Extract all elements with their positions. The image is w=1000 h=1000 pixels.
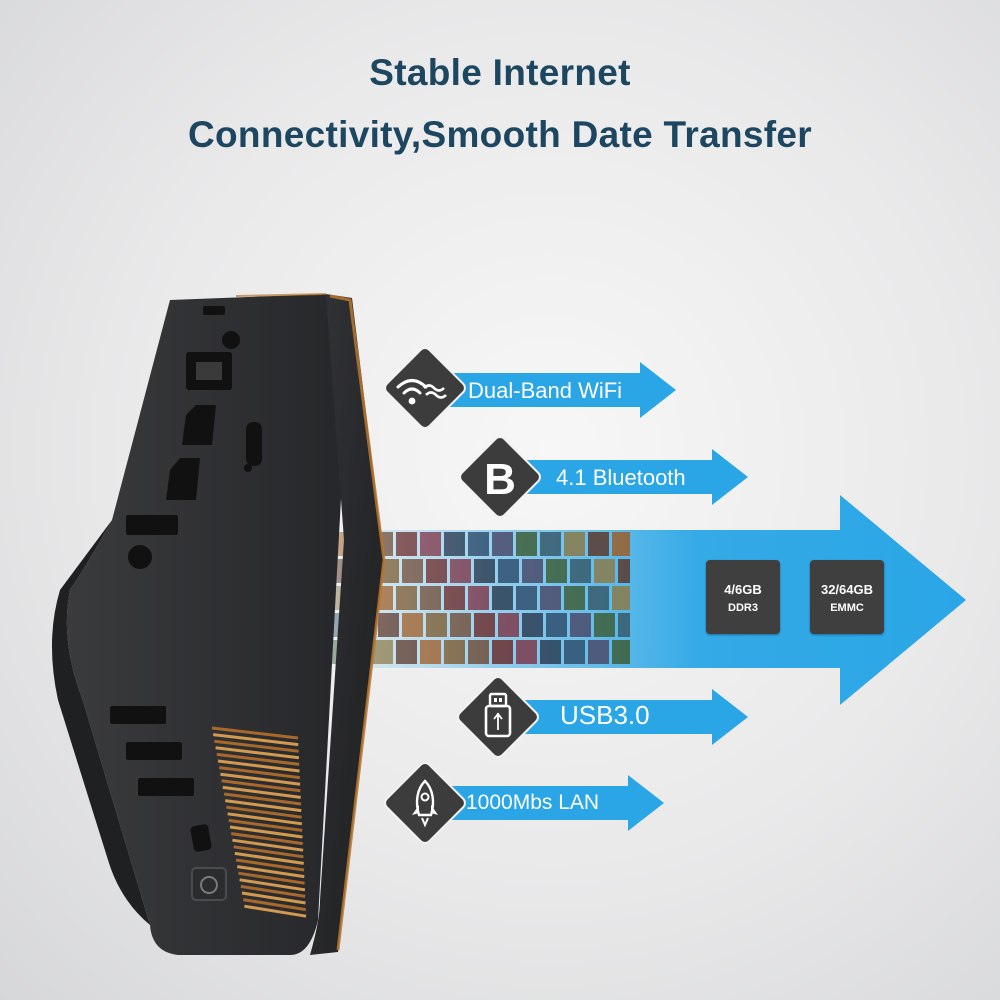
cooling-fin xyxy=(217,759,300,773)
mini-pc xyxy=(51,293,386,955)
headline-line-2: Connectivity,Smooth Date Transfer xyxy=(188,114,812,155)
media-thumbnail xyxy=(588,532,609,556)
media-thumbnail xyxy=(516,586,537,610)
storage-capacity: 32/64GB xyxy=(820,582,874,597)
cooling-fin xyxy=(211,726,299,740)
usb-arrow xyxy=(520,689,748,745)
media-thumbnail xyxy=(564,640,585,664)
media-thumbnail xyxy=(594,613,615,637)
cooling-fin xyxy=(232,838,304,852)
cooling-fin xyxy=(213,733,299,747)
media-thumbnail xyxy=(564,532,585,556)
media-thumbnail xyxy=(540,640,561,664)
usb-drive-icon xyxy=(457,676,539,758)
cooling-fin xyxy=(240,884,306,898)
ram-capacity: 4/6GB xyxy=(724,582,762,597)
media-thumbnail xyxy=(612,640,630,664)
media-thumbnail xyxy=(570,559,591,583)
cooling-fin xyxy=(226,805,302,819)
feature-label-usb: USB3.0 xyxy=(560,700,650,730)
wifi-icon xyxy=(384,347,466,429)
media-thumbnail xyxy=(540,532,561,556)
usb-port-2 xyxy=(126,742,182,760)
cooling-fin xyxy=(227,812,303,826)
media-thumbnail xyxy=(564,586,585,610)
media-thumbnail xyxy=(618,559,630,583)
storage-type: EMMC xyxy=(830,602,864,614)
cooling-fin xyxy=(225,799,302,813)
cooling-fin xyxy=(244,904,307,918)
cooling-fin xyxy=(241,891,306,905)
usb-port-3 xyxy=(138,778,194,796)
tf-card-slot xyxy=(190,824,212,852)
media-thumbnail xyxy=(546,559,567,583)
media-thumbnail xyxy=(594,559,615,583)
bluetooth-arrow xyxy=(520,449,748,505)
bluetooth-b-icon: B xyxy=(459,436,541,518)
dc-jack xyxy=(128,545,152,569)
media-thumbnail xyxy=(588,640,609,664)
hdmi-port-2 xyxy=(166,458,200,500)
media-thumbnail xyxy=(612,532,630,556)
media-thumbnail xyxy=(522,613,543,637)
cooling-fin xyxy=(242,898,307,912)
media-thumbnail xyxy=(498,559,519,583)
storage-chip-badge: 32/64GB EMMC xyxy=(810,560,884,634)
cooling-fin xyxy=(236,865,305,879)
lan-arrow xyxy=(440,775,664,831)
media-thumbnail xyxy=(516,640,537,664)
feature-label-bluetooth: 4.1 Bluetooth xyxy=(556,465,686,490)
cooling-fin xyxy=(220,772,301,786)
power-button xyxy=(191,867,227,901)
media-thumbnail xyxy=(522,559,543,583)
cooling-fin xyxy=(229,825,303,839)
cooling-fin xyxy=(238,871,305,885)
cooling-fin xyxy=(219,766,300,780)
ram-type: DDR3 xyxy=(728,602,758,614)
cooling-fin xyxy=(235,858,305,872)
media-thumbnail xyxy=(618,613,630,637)
type-c-port xyxy=(246,422,262,466)
media-thumbnail xyxy=(612,586,630,610)
audio-jack xyxy=(222,331,240,349)
cooling-fin xyxy=(223,792,302,806)
audio-jack-indicator xyxy=(203,306,225,315)
media-thumbnail xyxy=(546,613,567,637)
cooling-fin xyxy=(233,845,304,859)
media-thumbnail xyxy=(516,532,537,556)
feature-label-wifi: Dual-Band WiFi xyxy=(468,378,623,403)
rocket-icon xyxy=(384,762,466,844)
cooling-fin xyxy=(221,779,301,793)
cooling-fin xyxy=(215,746,300,760)
media-thumbnail xyxy=(570,613,591,637)
headline-line-1: Stable Internet xyxy=(369,52,631,93)
ram-chip-badge: 4/6GB DDR3 xyxy=(706,560,780,634)
cooling-fin xyxy=(239,878,306,892)
cooling-fin xyxy=(222,785,301,799)
usb-port-1 xyxy=(110,706,166,724)
cooling-fin xyxy=(228,818,303,832)
cooling-fin xyxy=(216,752,300,766)
copper-cooling-fins xyxy=(211,726,307,918)
feature-label-lan: 1000Mbs LAN xyxy=(466,791,600,814)
cooling-fin xyxy=(230,832,304,846)
usb-port-top xyxy=(126,515,178,535)
media-thumbnail xyxy=(498,613,519,637)
cooling-fin xyxy=(214,739,299,753)
hdmi-port-1 xyxy=(182,405,216,445)
media-thumbnail xyxy=(540,586,561,610)
media-thumbnail xyxy=(588,586,609,610)
bluetooth-glyph: B xyxy=(484,455,516,504)
cooling-fin xyxy=(234,851,304,865)
wifi-arrow xyxy=(440,362,676,418)
